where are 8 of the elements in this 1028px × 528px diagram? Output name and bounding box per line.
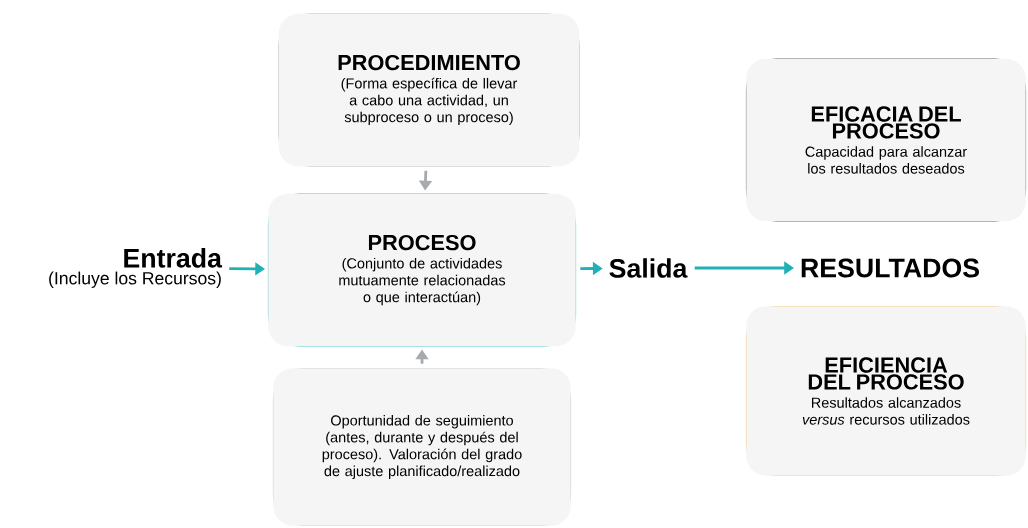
result-box: EFICACIA DEL PROCESO Capacidad para alcanzar los resultados deseados xyxy=(745,58,1027,222)
input-label: Entrada (Incluye los Recursos) xyxy=(49,248,223,288)
callout-box: Oportunidad de seguimiento (antes, durante y después del proceso). Valoración del grado de ajuste planificado/realizado xyxy=(272,367,572,527)
result-box: EFICIENCIA DEL PROCESO Resultados alcanzados versus recursos utilizados xyxy=(745,305,1027,477)
callout-box: PROCEDIMIENTO (Forma específica de llevar a cabo una actividad, un subproceso o un proceso) xyxy=(278,13,580,167)
results-heading: RESULTADOS xyxy=(801,258,979,278)
output-label: Salida xyxy=(609,258,688,278)
process-box: PROCESO (Conjunto de actividades mutuamente relacionadas o que interactúan) xyxy=(267,193,577,347)
